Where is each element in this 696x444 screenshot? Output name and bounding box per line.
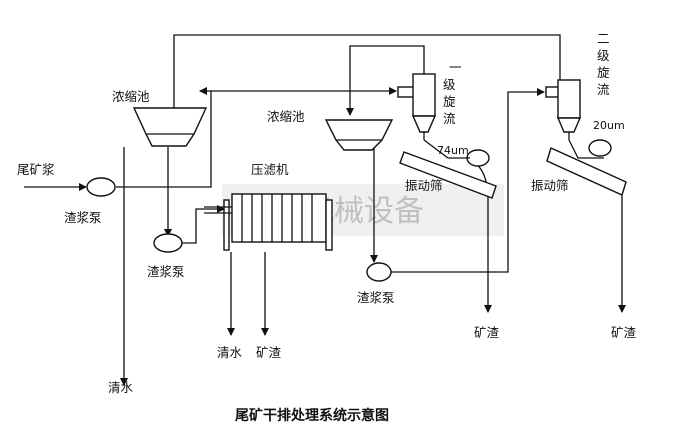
label-thickener-2: 浓缩池 (267, 109, 305, 124)
label-mesh-2: 20um (593, 119, 625, 132)
cyclone-1 (397, 73, 437, 140)
label-thickener-1: 浓缩池 (112, 89, 150, 104)
label-filter-press: 压滤机 (251, 162, 289, 177)
thickener-1 (132, 107, 208, 147)
label-pump-2: 渣浆泵 (147, 264, 185, 279)
label-out-residue-3: 矿渣 (611, 325, 637, 340)
label-screen-2: 振动筛 (531, 178, 569, 193)
pump-1-icon (86, 177, 116, 197)
label-cyclone-2: 二 级 旋 流 (597, 31, 614, 97)
label-pump-3: 渣浆泵 (357, 290, 395, 305)
pump-2-icon (153, 233, 183, 253)
filter-press (204, 193, 333, 251)
pump-3-icon (366, 262, 392, 282)
label-screen-1: 振动筛 (405, 178, 443, 193)
label-out-residue-2: 矿渣 (474, 325, 500, 340)
label-mesh-1: 74um (437, 144, 469, 157)
diagram-title: 尾矿干排处理系统示意图 (235, 407, 389, 424)
label-cyclone-1: 一 级 旋 流 (443, 60, 466, 126)
pipe-pump3-cyclone2 (391, 88, 545, 273)
pipe-cyclone2-overflow (173, 34, 561, 117)
label-out-water-1: 清水 (217, 345, 243, 360)
label-pump-1: 渣浆泵 (64, 210, 102, 225)
vibrating-screen-2 (546, 139, 627, 196)
label-out-residue-1: 矿渣 (256, 345, 282, 360)
pipe-pump1-thickener1 (116, 87, 212, 188)
label-out-water-2: 清水 (108, 380, 134, 395)
cyclone-2 (545, 79, 582, 140)
pipe-pump2-press (182, 205, 225, 244)
vibrating-screen-1 (399, 139, 497, 199)
pipe-cyclone1-thickener2 (346, 45, 425, 116)
label-feed: 尾矿浆 (17, 162, 55, 177)
thickener-2 (324, 119, 394, 151)
